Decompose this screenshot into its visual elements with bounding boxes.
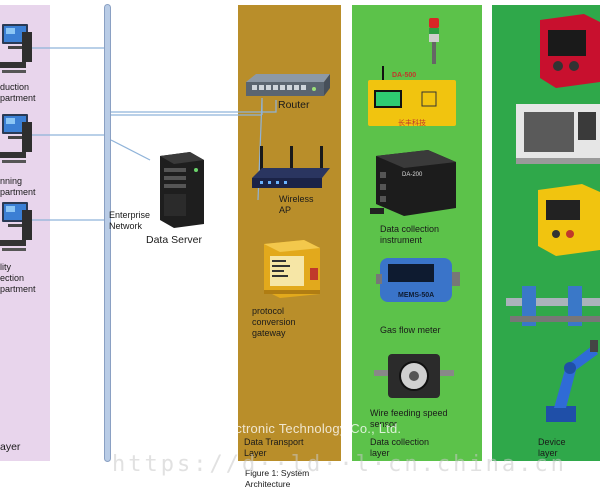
data-collector-da500-icon bbox=[366, 66, 460, 130]
planning-computer-icon bbox=[0, 112, 32, 168]
watermark-url: https://d··ld··l·cn.china.cn bbox=[112, 452, 567, 477]
data-server-label: Data Server bbox=[146, 234, 203, 246]
data-collection-instrument-label: Data collection instrument bbox=[380, 224, 440, 245]
gas-flow-meter-label: Gas flow meter bbox=[380, 325, 441, 335]
watermark-company: ectronic Technology Co., Ltd. bbox=[228, 421, 402, 436]
wire-feeding-sensor-icon bbox=[374, 350, 454, 406]
production-department-label: duction partment bbox=[0, 82, 36, 103]
device-company-label: 长丰科技 bbox=[398, 120, 426, 127]
enterprise-network-bus bbox=[104, 4, 111, 462]
production-computer-icon bbox=[0, 22, 32, 78]
protocol-gateway-label: protocol conversion gateway bbox=[252, 306, 296, 338]
quality-department-label: lity ection partment bbox=[0, 262, 36, 294]
da500-brand-label: DA-500 bbox=[392, 72, 417, 79]
data-collector-da200-icon bbox=[370, 148, 460, 220]
cnc-machine-icon bbox=[514, 98, 600, 168]
enterprise-network-label: Enterprise Network bbox=[109, 210, 151, 231]
signal-tower-icon bbox=[426, 16, 442, 66]
plasma-cutter-icon bbox=[502, 276, 600, 332]
da200-brand-label: DA-200 bbox=[402, 172, 423, 178]
router-icon bbox=[244, 72, 332, 100]
protocol-gateway-icon bbox=[258, 238, 328, 300]
welding-machine-yellow-icon bbox=[534, 182, 600, 256]
figure-caption: Figure 1: System Architecture bbox=[245, 468, 310, 489]
quality-computer-icon bbox=[0, 200, 32, 256]
data-server-icon bbox=[146, 150, 208, 228]
wire-feeding-sensor-label: Wire feeding speed sensor bbox=[370, 408, 448, 429]
wireless-ap-icon bbox=[250, 144, 332, 194]
welding-robot-icon bbox=[532, 336, 600, 426]
meter-brand-label: MEMS-50A bbox=[398, 292, 435, 299]
wireless-ap-label: Wireless AP bbox=[279, 194, 314, 215]
management-layer-label: ayer bbox=[0, 441, 21, 453]
transport-layer-label: Data Transport Layer bbox=[244, 437, 304, 458]
router-label: Router bbox=[278, 99, 310, 111]
planning-department-label: nning partment bbox=[0, 176, 36, 197]
welding-machine-red-icon bbox=[534, 12, 600, 88]
device-layer-label: Device layer bbox=[538, 437, 566, 458]
gas-flow-meter-icon bbox=[376, 250, 462, 308]
collection-layer-label: Data collection layer bbox=[370, 437, 430, 458]
